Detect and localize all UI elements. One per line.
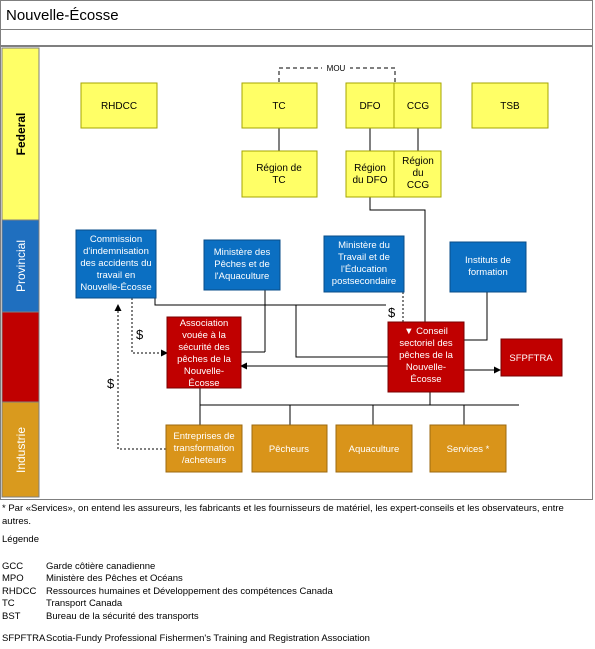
svg-text:transformation: transformation <box>174 443 235 454</box>
box-aquaculture: Aquaculture <box>335 424 413 473</box>
funding-line-entreprises <box>114 304 166 450</box>
svg-text:Ministère des: Ministère des <box>214 247 271 258</box>
svg-text:pêches de la: pêches de la <box>399 350 454 361</box>
svg-text:TC: TC <box>272 101 285 112</box>
svg-text:l'Éducation: l'Éducation <box>341 264 387 275</box>
svg-text:Région: Région <box>402 156 434 167</box>
svg-text:SFPFTRA: SFPFTRA <box>509 353 553 364</box>
notes: * Par «Services», on entend les assureur… <box>2 503 592 646</box>
box-tsb: TSB <box>471 82 549 129</box>
svg-text:Travail et de: Travail et de <box>338 252 390 263</box>
legend-title: Légende <box>2 534 39 545</box>
box-conseil: ▼ Conseil sectoriel des pêches de la Nou… <box>387 321 465 393</box>
svg-text:Nouvelle-: Nouvelle- <box>406 362 446 373</box>
box-region-dfo: Région du DFO <box>345 150 395 198</box>
svg-text:Nouvelle-: Nouvelle- <box>184 366 224 377</box>
org-diagram: Federal Provincial Industrie MOU $ $ $ R… <box>0 46 593 500</box>
band-red <box>1 311 40 403</box>
dollar-label-2: $ <box>107 376 115 391</box>
svg-text:du DFO: du DFO <box>352 175 387 186</box>
svg-text:Instituts de: Instituts de <box>465 255 511 266</box>
title-bar: Nouvelle-Écosse <box>0 0 593 30</box>
box-commission: Commission d'indemnisation des accidents… <box>75 229 157 299</box>
dollar-label-3: $ <box>388 305 396 320</box>
funding-line-commission <box>131 298 168 357</box>
box-dfo: DFO <box>345 82 395 129</box>
svg-text:CCG: CCG <box>407 101 429 112</box>
svg-text:CCG: CCG <box>407 180 429 191</box>
svg-text:Commission: Commission <box>90 234 142 245</box>
svg-text:sectoriel des: sectoriel des <box>399 338 453 349</box>
diagram-frame <box>0 46 593 500</box>
box-association: Association vouée à la sécurité des pêch… <box>166 316 242 389</box>
svg-text:l'Aquaculture: l'Aquaculture <box>215 271 270 282</box>
svg-text:Aquaculture: Aquaculture <box>349 444 400 455</box>
svg-text:Région: Région <box>354 163 386 174</box>
box-instituts: Instituts de formation <box>449 241 527 293</box>
mou-label: MOU <box>327 64 346 73</box>
svg-text:Pêcheurs: Pêcheurs <box>269 444 309 455</box>
svg-text:TC: TC <box>272 175 285 186</box>
box-region-tc: Région de TC <box>241 150 318 198</box>
svg-text:sécurité des: sécurité des <box>178 342 229 353</box>
legend-row: MPO Ministère des Pêches et Océans <box>2 573 183 584</box>
band-label-industry: Industrie <box>14 427 28 473</box>
page-title: Nouvelle-Écosse <box>6 7 119 24</box>
svg-text:formation: formation <box>468 267 508 278</box>
svg-text:vouée à la: vouée à la <box>182 330 227 341</box>
svg-text:du: du <box>412 168 423 179</box>
svg-text:Région de: Région de <box>256 163 302 174</box>
box-ccg: CCG <box>393 82 442 129</box>
legend-row: RHDCC Ressources humaines et Développeme… <box>2 585 333 597</box>
legend-row-sfpftra: SFPFTRA Scotia-Fundy Professional Fisher… <box>2 633 370 644</box>
svg-text:/acheteurs: /acheteurs <box>182 455 227 466</box>
connectors <box>154 128 519 425</box>
svg-text:Écosse: Écosse <box>188 378 219 389</box>
band-provincial <box>1 219 40 313</box>
dollar-label-1: $ <box>136 327 144 342</box>
box-pecheurs: Pêcheurs <box>251 424 328 473</box>
box-ministere-travail: Ministère du Travail et de l'Éducation p… <box>323 235 405 293</box>
box-sfpftra: SFPFTRA <box>500 338 563 377</box>
svg-text:d'indemnisation: d'indemnisation <box>83 246 149 257</box>
svg-text:Écosse: Écosse <box>410 374 441 385</box>
band-label-provincial: Provincial <box>14 240 28 292</box>
svg-text:Nouvelle-Écosse: Nouvelle-Écosse <box>80 282 151 293</box>
svg-text:TSB: TSB <box>500 101 520 112</box>
svg-text:Services *: Services * <box>447 444 490 455</box>
svg-text:des accidents du: des accidents du <box>80 258 151 269</box>
legend-list: GCC Garde côtière canadienne MPO Ministè… <box>2 561 592 646</box>
legend-row: TC Transport Canada <box>2 598 123 609</box>
svg-text:Pêches et de: Pêches et de <box>214 259 269 270</box>
svg-text:Association: Association <box>180 318 229 329</box>
box-entreprises: Entreprises de transformation /acheteurs <box>165 424 243 473</box>
svg-text:▼ Conseil: ▼ Conseil <box>404 326 448 337</box>
legend-row: GCC Garde côtière canadienne <box>2 560 156 572</box>
box-ministere-peches: Ministère des Pêches et de l'Aquaculture <box>203 239 281 291</box>
svg-text:travail en: travail en <box>97 270 136 281</box>
title-subbar <box>0 30 593 46</box>
box-rhdcc: RHDCC <box>80 82 158 129</box>
footnote: * Par «Services», on entend les assureur… <box>2 503 564 527</box>
band-label-federal: Federal <box>14 113 28 156</box>
svg-text:Entreprises de: Entreprises de <box>173 431 234 442</box>
svg-text:RHDCC: RHDCC <box>101 101 137 112</box>
box-services: Services * <box>429 424 507 473</box>
box-tc: TC <box>241 82 318 129</box>
legend-row: BST Bureau de la sécurité des transports <box>2 610 199 622</box>
svg-text:postsecondaire: postsecondaire <box>332 276 396 287</box>
svg-text:pêches de la: pêches de la <box>177 354 232 365</box>
box-region-ccg: Région du CCG <box>393 150 442 198</box>
svg-text:DFO: DFO <box>359 101 380 112</box>
svg-text:Ministère du: Ministère du <box>338 240 390 251</box>
